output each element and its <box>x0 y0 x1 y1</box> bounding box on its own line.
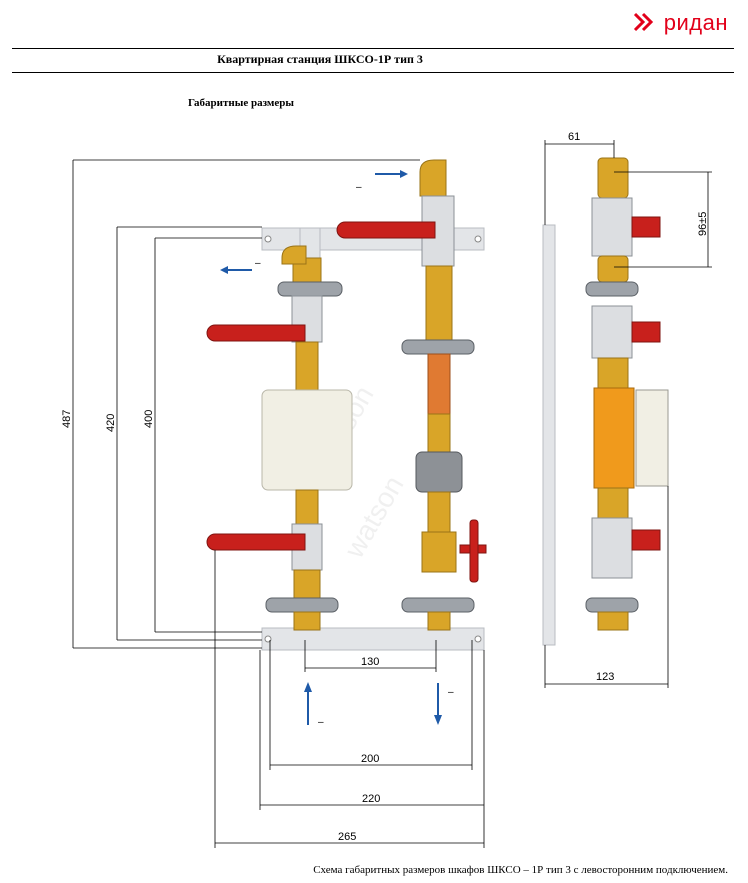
flow-sign-bottom-right: – <box>448 687 454 698</box>
brand-mark-icon <box>633 12 653 32</box>
section-title: Габаритные размеры <box>188 97 294 109</box>
flow-arrows <box>220 170 442 725</box>
left-top-valve-handle <box>206 324 306 342</box>
horizontal-dimension-lines <box>214 550 485 848</box>
bracket-hole <box>474 635 482 643</box>
dim-width-total: 265 <box>338 831 356 843</box>
side-dimension-lines <box>544 140 712 688</box>
left-pipe-assembly <box>206 245 353 631</box>
dim-spacing-pipes: 130 <box>361 656 379 668</box>
dim-height-mid: 420 <box>105 414 117 432</box>
dim-side-offset: 96±5 <box>697 212 709 236</box>
dim-side-depth-top: 61 <box>568 131 580 143</box>
flow-sign-bottom-left: – <box>318 717 324 728</box>
bottom-bracket <box>261 627 485 651</box>
brand-logo: ридан <box>632 10 728 36</box>
dim-width-mid: 220 <box>362 793 380 805</box>
bracket-hole <box>264 635 272 643</box>
flow-sign-top-left: – <box>255 258 261 269</box>
flow-regulator <box>415 451 463 493</box>
dim-height-inner: 400 <box>143 410 155 428</box>
bracket-hole <box>264 235 272 243</box>
left-bottom-valve-handle <box>206 533 306 551</box>
dim-height-total: 487 <box>61 410 73 428</box>
right-top-valve-handle <box>336 221 436 239</box>
side-view-assembly <box>542 157 669 646</box>
right-pipe-assembly <box>336 159 487 631</box>
vertical-dimension-lines <box>72 159 420 649</box>
dim-side-depth-bottom: 123 <box>596 671 614 683</box>
heat-meter-body <box>261 389 353 491</box>
copper-pipe <box>427 353 451 415</box>
brand-name: ридан <box>663 10 728 35</box>
side-mounting-plate <box>542 224 556 646</box>
figure-caption: Схема габаритных размеров шкафов ШКСО – … <box>313 864 728 876</box>
flow-sign-top-right: – <box>356 182 362 193</box>
dim-width-inner: 200 <box>361 753 379 765</box>
bracket-hole <box>474 235 482 243</box>
header-rule-top <box>12 48 734 49</box>
side-heat-meter <box>593 387 635 489</box>
drain-valve-handle <box>469 519 479 583</box>
header-rule-bottom <box>12 72 734 73</box>
document-title: Квартирная станция ШКСО-1Р тип 3 <box>217 52 423 66</box>
